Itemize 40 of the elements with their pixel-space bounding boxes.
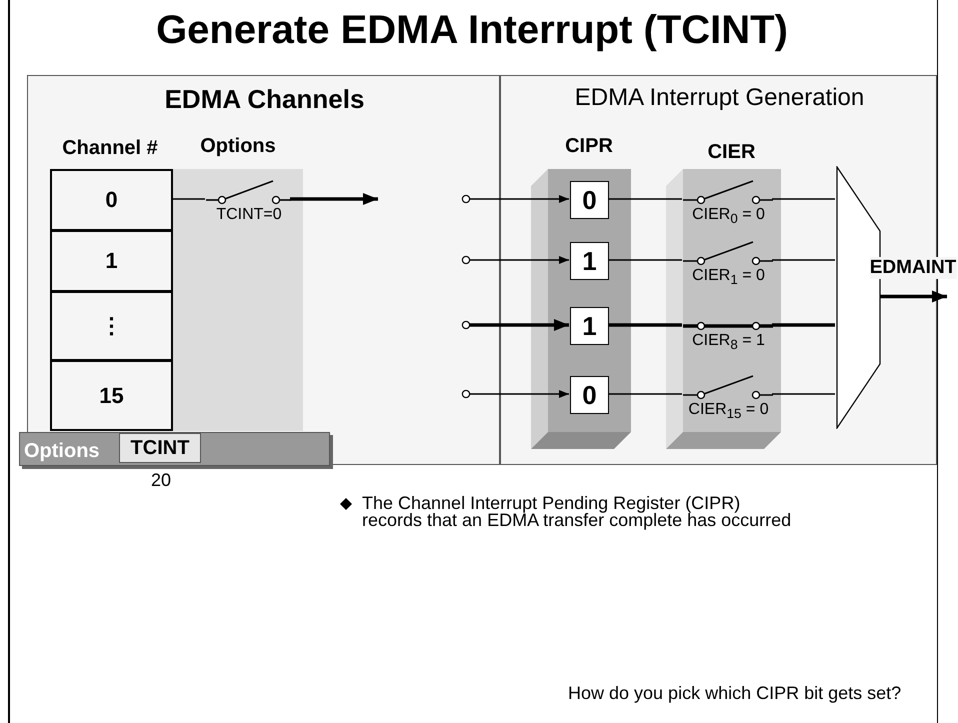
bullet-text: The Channel Interrupt Pending Register (CIPR) records that an EDMA transfer complete has occurred <box>362 495 792 529</box>
signal-line <box>608 198 682 200</box>
signal-line <box>772 393 835 395</box>
signal-line <box>608 393 682 395</box>
signal-line <box>772 323 835 327</box>
panel-heading: EDMA Interrupt Generation <box>574 84 864 112</box>
bit-number: 20 <box>150 470 172 491</box>
switch-label: CIER$_{1}$ = 0 <box>692 267 765 288</box>
signal-line <box>772 259 835 261</box>
register-label: Options <box>24 440 100 463</box>
table-cell: ⋮ <box>50 292 173 361</box>
column-heading: Channel # <box>62 137 158 160</box>
column-heading: CIER <box>708 141 756 164</box>
arrow <box>880 290 947 302</box>
note-text: How do you pick which CIPR bit gets set? <box>568 683 902 704</box>
edge-label: EDMAINT <box>870 256 956 278</box>
input-arrow <box>462 256 569 264</box>
table-cell: 15 <box>50 361 173 431</box>
signal-line <box>772 198 835 200</box>
register-bit: 0 <box>570 181 609 219</box>
panel-heading: EDMA Channels <box>164 84 364 115</box>
column-heading: Options <box>200 135 276 158</box>
switch-label: CIER$_{15}$ = 0 <box>688 401 769 422</box>
input-arrow <box>462 194 569 204</box>
signal-line <box>608 259 682 261</box>
table-cell: 0 <box>50 169 173 231</box>
input-arrow <box>462 319 569 331</box>
signal-line <box>608 323 682 327</box>
switch-label: CIER$_{8}$ = 1 <box>692 332 765 352</box>
column-heading: CIPR <box>565 135 613 158</box>
switch-label: TCINT=0 <box>216 206 282 224</box>
register-bit: 0 <box>570 376 609 414</box>
signal-line <box>172 198 205 200</box>
switch-label: CIER$_{0}$ = 0 <box>692 206 765 226</box>
arrow <box>290 193 378 205</box>
register-bit: 1 <box>570 242 609 280</box>
table-cell: 1 <box>50 231 173 292</box>
slide-title: Generate EDMA Interrupt (TCINT) <box>156 8 788 53</box>
register-bit: 1 <box>570 307 609 345</box>
input-arrow <box>462 390 569 398</box>
